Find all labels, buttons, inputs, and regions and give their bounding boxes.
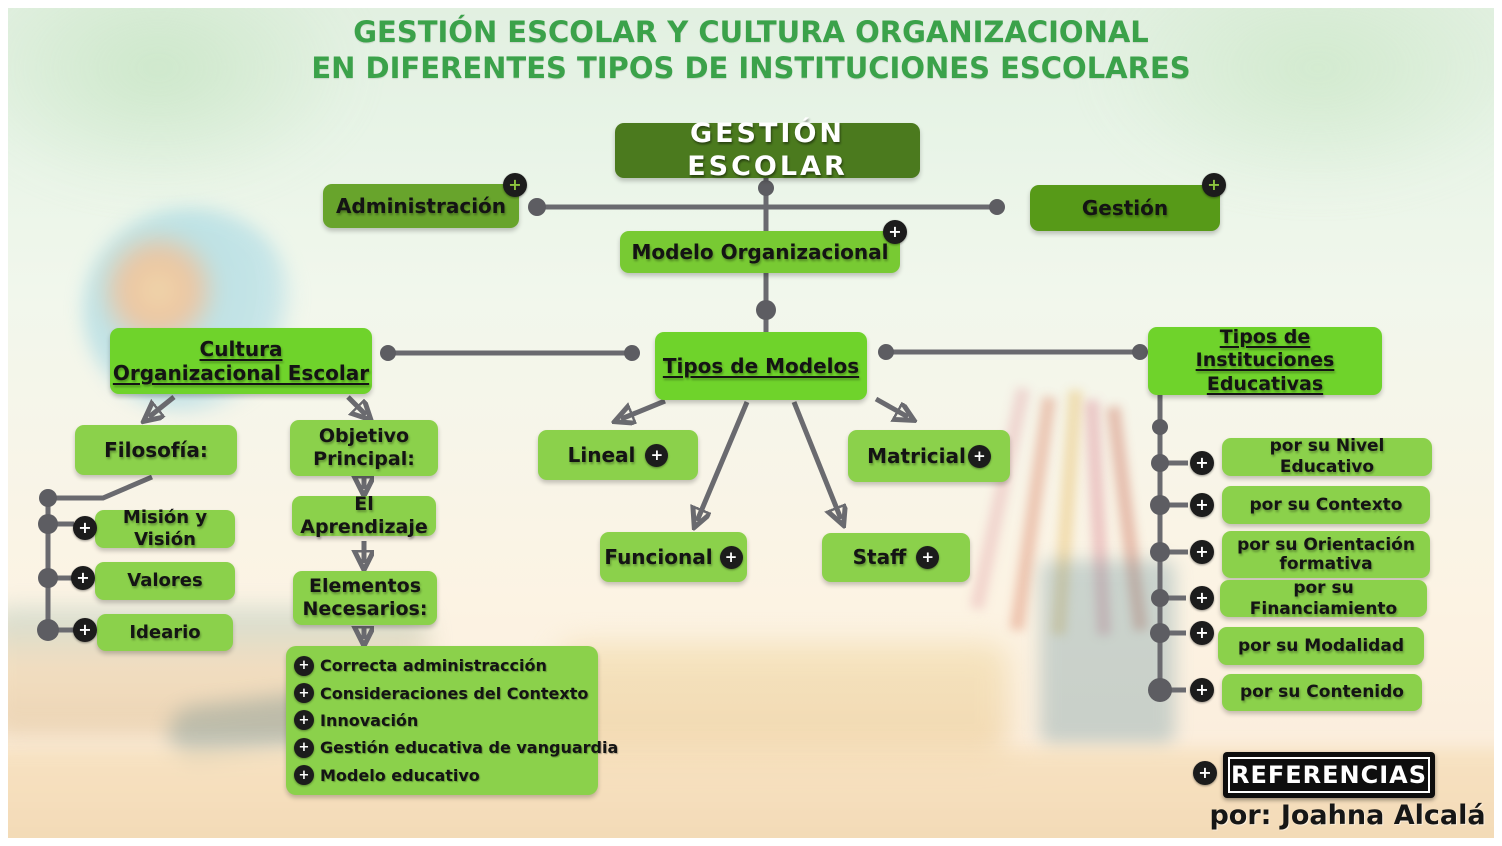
node-por-su-contenido: por su Contenido bbox=[1222, 674, 1422, 711]
node-elementos-necesarios: Elementos Necesarios: bbox=[293, 571, 437, 625]
list-item-label: Innovación bbox=[320, 710, 419, 730]
node-lineal-label: Lineal bbox=[567, 442, 636, 467]
plus-icon-orientacion-formativa[interactable]: + bbox=[1190, 540, 1214, 564]
plus-icon-lineal[interactable]: + bbox=[645, 443, 669, 467]
node-el-aprendizaje: El Aprendizaje bbox=[292, 493, 436, 538]
node-matricial: Matricial + bbox=[848, 430, 1010, 482]
plus-icon-elemento-2[interactable]: + bbox=[294, 683, 314, 704]
node-administracion: Administración + bbox=[323, 173, 527, 228]
node-elementos-line2: Necesarios: bbox=[302, 598, 428, 620]
plus-icon-ideario[interactable]: + bbox=[73, 618, 97, 642]
referencias-button[interactable]: REFERENCIAS bbox=[1223, 752, 1435, 798]
node-tipos-instituciones-line1: Tipos de Instituciones bbox=[1195, 326, 1335, 372]
list-item: + Gestión educativa de vanguardia bbox=[294, 737, 618, 758]
node-cultura-line1: Cultura bbox=[199, 336, 283, 361]
node-tipos-de-modelos-label: Tipos de Modelos bbox=[662, 353, 860, 378]
plus-icon-funcional[interactable]: + bbox=[719, 545, 743, 569]
node-por-su-orientacion-formativa: por su Orientación formativa bbox=[1222, 531, 1430, 578]
plus-icon-elemento-3[interactable]: + bbox=[294, 710, 314, 731]
node-gestion: Gestión + bbox=[1030, 173, 1226, 231]
plus-icon-valores[interactable]: + bbox=[71, 566, 95, 590]
node-staff: Staff + bbox=[822, 533, 970, 582]
plus-icon-modelo-organizacional[interactable]: + bbox=[883, 220, 907, 244]
plus-icon-staff[interactable]: + bbox=[916, 546, 940, 569]
node-tipos-instituciones-line2: Educativas bbox=[1206, 372, 1324, 395]
node-tipos-de-modelos: Tipos de Modelos bbox=[655, 332, 867, 400]
node-gestion-escolar: GESTIÓN ESCOLAR bbox=[615, 118, 920, 182]
list-item: + Consideraciones del Contexto bbox=[294, 683, 590, 704]
plus-icon-administracion[interactable]: + bbox=[503, 173, 527, 197]
elementos-list-box: + Correcta administracción + Consideraci… bbox=[286, 646, 618, 795]
node-gestion-label: Gestión bbox=[1081, 195, 1169, 220]
plus-icon-nivel-educativo[interactable]: + bbox=[1190, 451, 1214, 475]
node-por-su-nivel-educativo: por su Nivel Educativo bbox=[1222, 436, 1432, 477]
node-lineal: Lineal + bbox=[538, 430, 698, 480]
plus-icon-contexto[interactable]: + bbox=[1190, 493, 1214, 517]
node-modelo-organizacional-label: Modelo Organizacional bbox=[631, 239, 889, 264]
node-por-su-modalidad: por su Modalidad bbox=[1218, 627, 1424, 665]
node-objetivo-line2: Principal: bbox=[313, 448, 415, 470]
plus-icon-elemento-5[interactable]: + bbox=[294, 765, 314, 786]
node-ideario: Ideario bbox=[97, 614, 233, 651]
poster-title: GESTIÓN ESCOLAR Y CULTURA ORGANIZACIONAL… bbox=[0, 14, 1502, 87]
node-cultura-line2: Organizacional Escolar bbox=[112, 361, 370, 385]
plus-icon-matricial[interactable]: + bbox=[967, 444, 991, 468]
node-objetivo-principal: Objetivo Principal: bbox=[290, 420, 438, 476]
plus-icon-financiamiento[interactable]: + bbox=[1190, 586, 1214, 610]
plus-icon-mision-y-vision[interactable]: + bbox=[73, 516, 97, 540]
author-credit: por: Joahna Alcalá bbox=[1209, 800, 1486, 831]
plus-icon-referencias[interactable]: + bbox=[1193, 761, 1217, 785]
node-tipos-instituciones: Tipos de Instituciones Educativas bbox=[1148, 326, 1382, 395]
plus-icon-elemento-4[interactable]: + bbox=[294, 737, 314, 758]
node-mision-y-vision: Misión y Visión bbox=[95, 507, 235, 550]
node-filosofia: Filosofía: bbox=[75, 425, 237, 475]
plus-icon-modalidad[interactable]: + bbox=[1190, 621, 1214, 645]
list-item: + Innovación bbox=[294, 710, 590, 731]
plus-icon-contenido[interactable]: + bbox=[1190, 678, 1214, 702]
poster-title-line2: EN DIFERENTES TIPOS DE INSTITUCIONES ESC… bbox=[311, 51, 1191, 86]
node-funcional: Funcional + bbox=[600, 532, 747, 582]
node-administracion-label: Administración bbox=[335, 193, 507, 218]
node-elementos-line1: Elementos bbox=[308, 574, 422, 597]
node-objetivo-line1: Objetivo bbox=[318, 424, 410, 447]
node-por-su-contexto: por su Contexto bbox=[1222, 486, 1430, 524]
poster-title-line1: GESTIÓN ESCOLAR Y CULTURA ORGANIZACIONAL bbox=[353, 15, 1149, 49]
node-funcional-label: Funcional bbox=[604, 544, 713, 569]
list-item-label: Correcta administracción bbox=[320, 656, 547, 676]
list-item: + Modelo educativo bbox=[294, 765, 590, 786]
list-item-label: Gestión educativa de vanguardia bbox=[320, 738, 619, 758]
list-item-label: Consideraciones del Contexto bbox=[320, 683, 589, 703]
list-item-label: Modelo educativo bbox=[320, 765, 480, 785]
node-cultura-organizacional: Cultura Organizacional Escolar bbox=[110, 328, 372, 394]
node-modelo-organizacional: Modelo Organizacional + bbox=[620, 220, 907, 273]
node-valores: Valores bbox=[95, 562, 235, 600]
node-matricial-label: Matricial bbox=[867, 443, 966, 468]
plus-icon-elemento-1[interactable]: + bbox=[294, 655, 314, 676]
plus-icon-gestion[interactable]: + bbox=[1202, 173, 1226, 197]
node-por-su-financiamiento: por su Financiamiento bbox=[1220, 578, 1427, 619]
list-item: + Correcta administracción bbox=[294, 655, 590, 676]
node-staff-label: Staff bbox=[852, 545, 907, 570]
